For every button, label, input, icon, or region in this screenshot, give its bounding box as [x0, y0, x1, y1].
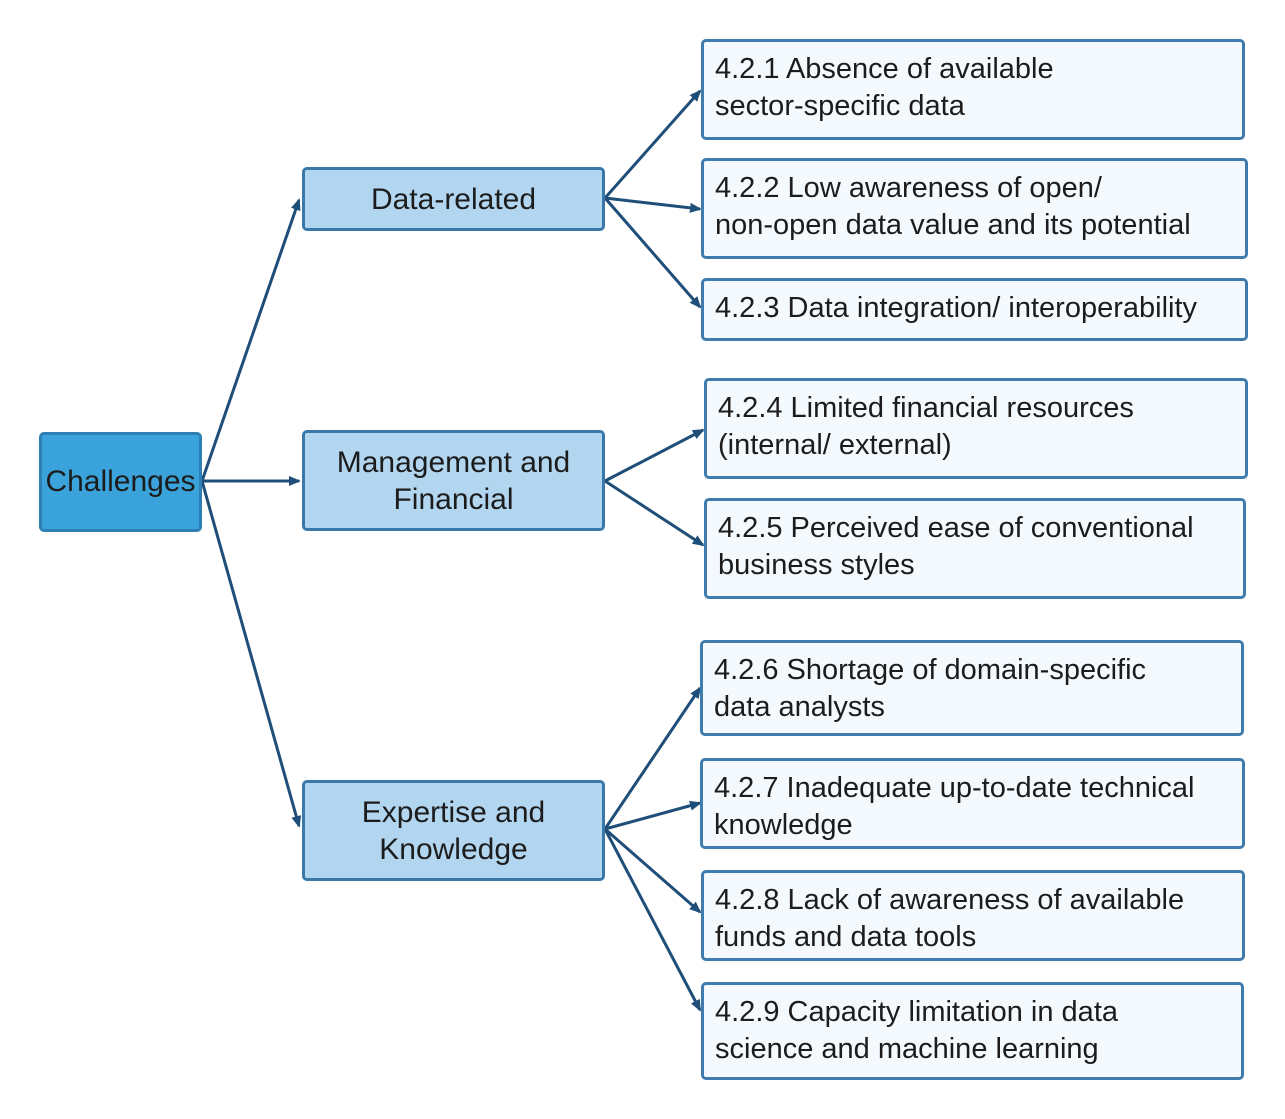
connector-data-to-4-2-3: [603, 197, 702, 309]
connector-root-to-expertise: [200, 480, 302, 828]
item-text-line: 4.2.6 Shortage of domain-specific: [714, 654, 1147, 686]
item-text-line: business styles: [718, 549, 915, 581]
connector-root-to-data-related: [200, 198, 301, 482]
item-text-line: data analysts: [714, 691, 885, 723]
item-4-2-2: 4.2.2 Low awareness of open/ non-open da…: [701, 158, 1248, 259]
item-text-line: 4.2.2 Low awareness of open/: [715, 172, 1102, 204]
item-4-2-4: 4.2.4 Limited financial resources (inter…: [704, 378, 1248, 479]
item-text-line: (internal/ external): [718, 429, 952, 461]
item-text-line: knowledge: [714, 809, 853, 841]
item-text-line: 4.2.3 Data integration/ interoperability: [715, 292, 1198, 324]
item-4-2-9: 4.2.9 Capacity limitation in data scienc…: [701, 982, 1244, 1080]
item-4-2-8: 4.2.8 Lack of awareness of available fun…: [701, 870, 1245, 961]
item-text-line: 4.2.7 Inadequate up-to-date technical: [714, 772, 1195, 804]
item-text-line: science and machine learning: [715, 1033, 1099, 1065]
item-text-line: 4.2.1 Absence of available: [715, 53, 1054, 85]
item-text-line: 4.2.9 Capacity limitation in data: [715, 996, 1118, 1028]
item-text-line: 4.2.5 Perceived ease of conventional: [718, 512, 1194, 544]
item-4-2-6: 4.2.6 Shortage of domain-specific data a…: [700, 640, 1244, 736]
root-label: Challenges: [45, 465, 196, 498]
category-label: Management and: [336, 445, 571, 479]
category-expertise-and-knowledge: Expertise and Knowledge: [302, 780, 605, 881]
connector-expertise-to-4-2-7: [604, 800, 702, 831]
connector-data-to-4-2-1: [603, 89, 702, 199]
root-node-challenges: Challenges: [39, 432, 202, 532]
connector-management-to-4-2-4: [604, 428, 705, 483]
item-text-line: sector-specific data: [715, 90, 965, 122]
item-4-2-5: 4.2.5 Perceived ease of conventional bus…: [704, 498, 1246, 599]
item-text-line: funds and data tools: [715, 921, 977, 953]
item-4-2-3: 4.2.3 Data integration/ interoperability: [701, 278, 1248, 341]
item-text-line: non-open data value and its potential: [715, 209, 1191, 241]
item-4-2-7: 4.2.7 Inadequate up-to-date technical kn…: [700, 758, 1245, 849]
connector-expertise-to-4-2-6: [603, 686, 702, 830]
category-management-and-financial: Management and Financial: [302, 430, 605, 531]
category-label: Data-related: [370, 182, 537, 216]
item-4-2-1: 4.2.1 Absence of available sector-specif…: [701, 39, 1245, 140]
connector-management-to-4-2-5: [604, 479, 705, 547]
item-text-line: 4.2.4 Limited financial resources: [718, 392, 1134, 424]
item-text-line: 4.2.8 Lack of awareness of available: [715, 884, 1185, 916]
category-label: Financial: [393, 482, 514, 516]
category-label: Knowledge: [379, 832, 528, 866]
connector-expertise-to-4-2-8: [604, 827, 702, 914]
connector-expertise-to-4-2-9: [603, 828, 702, 1012]
connector-data-to-4-2-2: [604, 196, 702, 213]
category-data-related: Data-related: [302, 167, 605, 231]
category-label: Expertise and: [361, 795, 546, 829]
